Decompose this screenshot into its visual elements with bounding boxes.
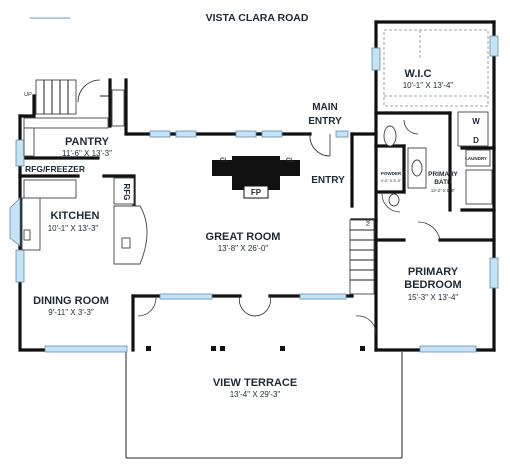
closet-left-label: CL xyxy=(220,158,228,164)
window-dining-bottom xyxy=(44,345,128,353)
window-entry-top xyxy=(335,130,349,138)
stair-down xyxy=(349,219,375,295)
dining-room-dims: 9'-11" X 3'-3" xyxy=(48,308,94,317)
great-room-label: GREAT ROOM xyxy=(206,231,281,243)
wic-details xyxy=(383,29,489,107)
view-terrace-label: VIEW TERRACE xyxy=(213,377,297,389)
dryer-label: D xyxy=(473,136,479,145)
rfg-freezer-label: RFG/FREEZER xyxy=(25,164,85,174)
kitchen-fixtures xyxy=(21,177,148,265)
powder-label: POWDER xyxy=(381,171,402,176)
window-great-room-bottom-left xyxy=(159,293,213,300)
fireplace xyxy=(212,156,300,199)
primary-bedroom-label-1: PRIMARY xyxy=(408,266,459,278)
pantry-label: PANTRY xyxy=(65,136,110,148)
up-marker: UP xyxy=(24,92,32,98)
primary-bedroom-dims: 15'-3" X 13'-4" xyxy=(408,293,459,302)
doors xyxy=(137,119,441,335)
entry-label: ENTRY xyxy=(311,175,345,186)
window-wic-left xyxy=(371,47,381,71)
window-bedroom-right xyxy=(489,257,499,289)
window-great-room-bottom-right xyxy=(299,293,347,300)
wic-dims: 10'-1" X 13'-4" xyxy=(403,81,454,90)
primary-bedroom-label-2: BEDROOM xyxy=(404,279,461,291)
bath-fixtures xyxy=(383,111,493,207)
great-room-dims: 13'-8" X 26'-0" xyxy=(218,244,269,253)
kitchen-label: KITCHEN xyxy=(51,210,100,222)
window-top-3 xyxy=(235,130,257,138)
window-bedroom-bottom xyxy=(419,345,477,353)
window-pantry-left xyxy=(15,139,25,167)
main-entry-label-1: MAIN xyxy=(312,102,338,113)
primary-bath-dims: 13'-2" X 9'-6" xyxy=(431,188,456,193)
dining-room-label: DINING ROOM xyxy=(33,295,109,307)
primary-bath-label-2: BATH xyxy=(434,179,452,186)
pantry-counters xyxy=(23,89,125,157)
window-kitchen-left xyxy=(15,249,25,283)
window-top-4 xyxy=(261,130,283,138)
window-top-2 xyxy=(175,130,197,138)
view-terrace-dims: 13'-4" X 29'-3" xyxy=(230,390,281,399)
window-top-1 xyxy=(149,130,171,138)
primary-bath-label-1: PRIMARY xyxy=(428,171,458,178)
dn-marker: DN xyxy=(364,218,370,226)
wic-label: W.I.C xyxy=(405,68,432,80)
window-wic-right xyxy=(489,35,499,57)
fireplace-label: FP xyxy=(251,188,262,197)
stair-up xyxy=(35,79,101,115)
windows xyxy=(15,17,499,353)
rfg-label: RFG xyxy=(122,184,131,201)
terrace-outline xyxy=(125,346,403,459)
laundry-label: LAUNDRY xyxy=(465,156,487,161)
kitchen-dims: 10'-1" X 13'-3" xyxy=(48,224,99,233)
kitchen-bay-window xyxy=(9,197,21,247)
powder-dims: 4'-0" X 5'-0" xyxy=(381,178,402,183)
pantry-dims: 11'-6" X 13'-3" xyxy=(62,149,112,158)
street-name: VISTA CLARA ROAD xyxy=(206,12,309,24)
closet-right-label: CL xyxy=(286,158,294,164)
labels: VISTA CLARA ROAD W.I.C 10'-1" X 13'-4" P… xyxy=(24,12,487,399)
main-entry-label-2: ENTRY xyxy=(308,116,342,127)
washer-label: W xyxy=(472,117,480,126)
